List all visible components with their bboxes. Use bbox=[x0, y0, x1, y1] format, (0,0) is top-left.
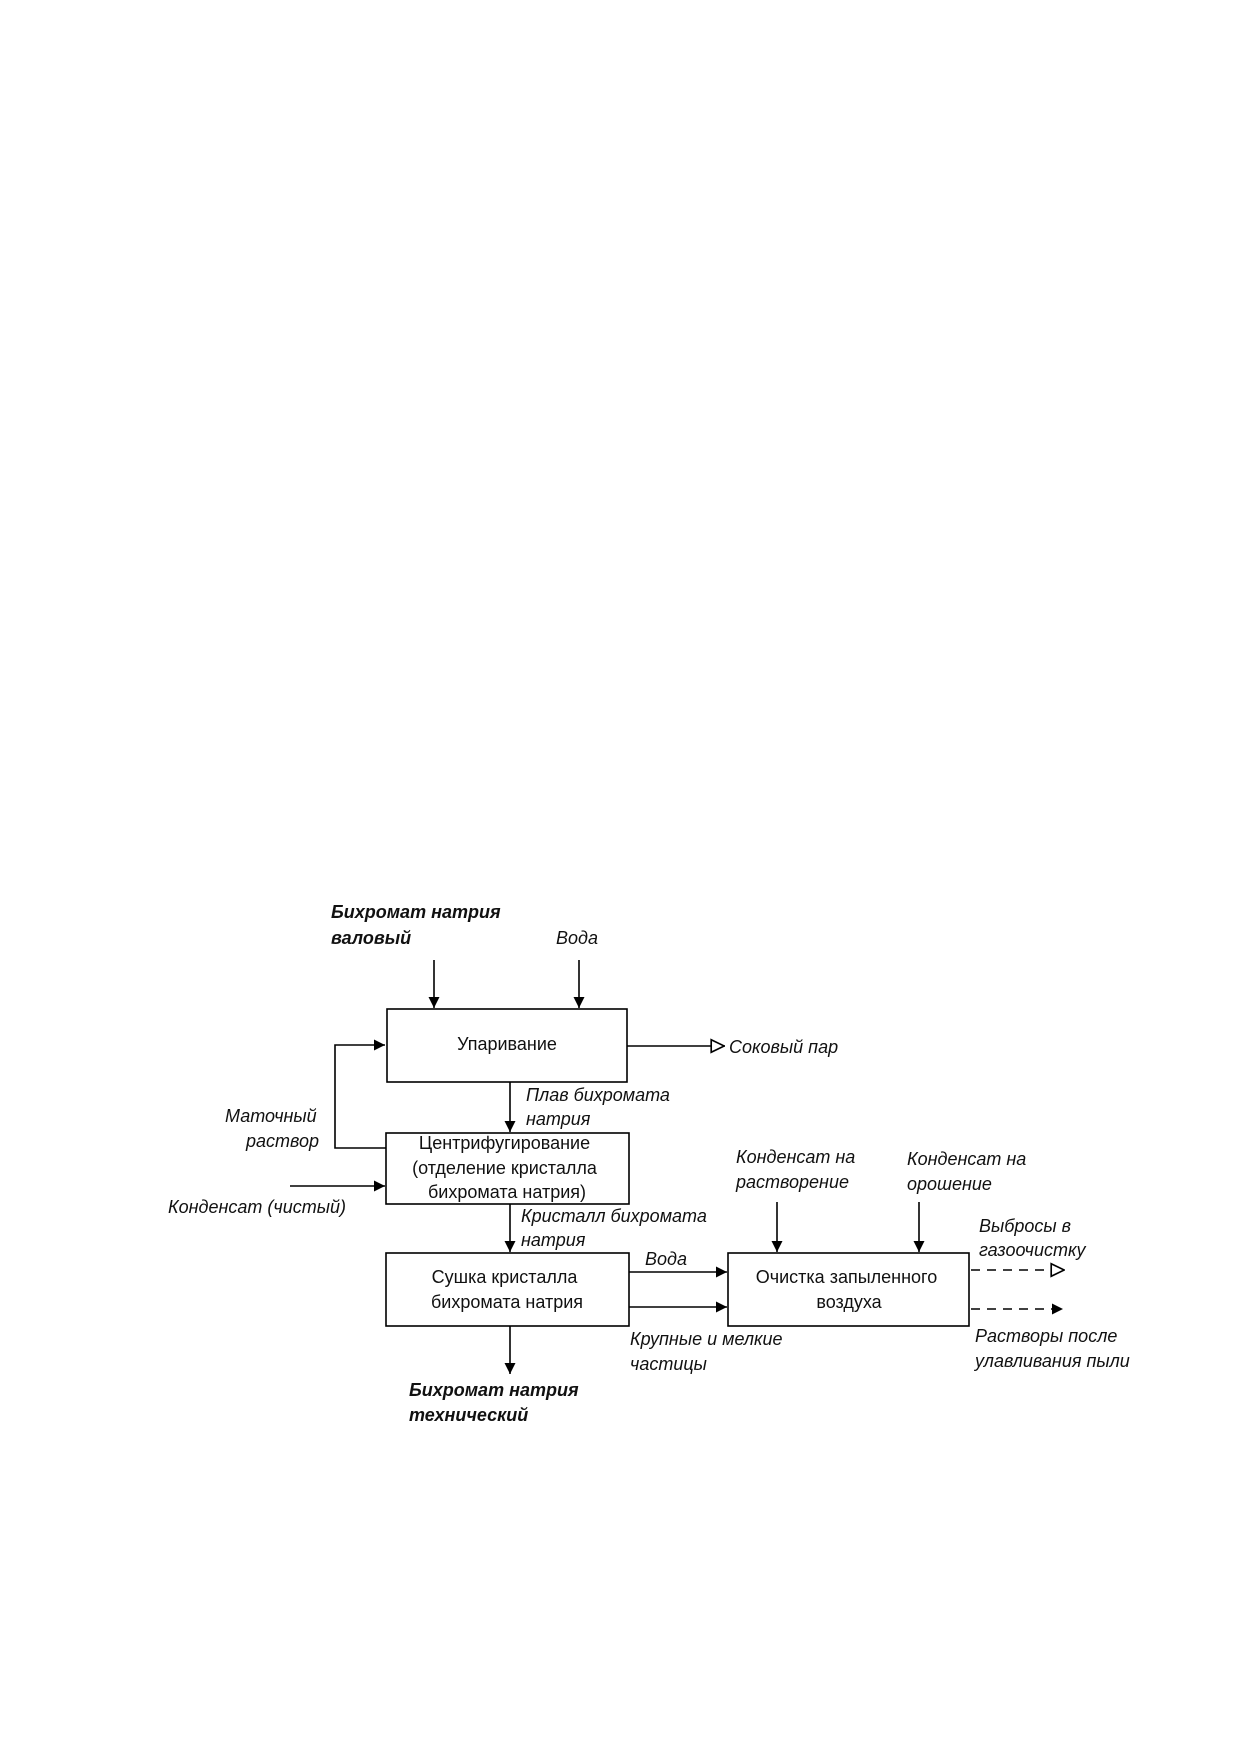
particles-label: Крупные и мелкие частицы bbox=[630, 1329, 788, 1374]
clean-condensate-label: Конденсат (чистый) bbox=[168, 1197, 346, 1217]
svg-text:Сушка кристалла бихрома: Сушка кристалла бихромата натрия bbox=[431, 1267, 583, 1312]
crystal-label: Кристалл бихромата натрия bbox=[521, 1206, 712, 1250]
dust-cleaning-box: Очистка запыленного воздуха bbox=[727, 1252, 970, 1327]
solutions-label: Растворы после улавливания пыли bbox=[973, 1326, 1130, 1371]
water-mid-label: Вода bbox=[645, 1249, 687, 1269]
condensate-dissolve-label: Конденсат на растворение bbox=[735, 1147, 860, 1192]
condensate-irrigation-label: Конденсат на орошение bbox=[907, 1149, 1031, 1194]
drying-box: Сушка кристалла бихромата натрия bbox=[385, 1252, 630, 1327]
juice-steam-label: Соковый пар bbox=[729, 1037, 838, 1057]
mother-liquor-loop-arrow bbox=[334, 1039, 386, 1149]
drying-box-line: бихромата натрия bbox=[431, 1292, 583, 1312]
centrifuge-box-line: (отделение кристалла bbox=[412, 1158, 598, 1178]
raw-input-label: Бихромат натрия валовый bbox=[331, 902, 506, 948]
cleaning-box-line: воздуха bbox=[816, 1292, 882, 1312]
water-top-label: Вода bbox=[556, 928, 598, 948]
drying-box-line: Сушка кристалла bbox=[432, 1267, 579, 1287]
svg-text:Центрифугирование (отдел: Центрифугирование (отделение кристалла б… bbox=[412, 1133, 602, 1202]
evaporation-box-line: Упаривание bbox=[457, 1034, 557, 1054]
centrifuge-box: Центрифугирование (отделение кристалла б… bbox=[385, 1132, 630, 1205]
melt-label: Плав бихромата натрия bbox=[526, 1085, 675, 1129]
emissions-label: Выбросы в газоочистку bbox=[979, 1216, 1086, 1260]
mother-liquor-label: Маточный раствор bbox=[225, 1106, 322, 1151]
technical-output-label: Бихромат натрия технический bbox=[409, 1380, 584, 1425]
svg-text:Очистка запыленного возд: Очистка запыленного воздуха bbox=[756, 1267, 943, 1312]
centrifuge-box-line: Центрифугирование bbox=[419, 1133, 590, 1153]
evaporation-box: Упаривание bbox=[386, 1008, 628, 1083]
svg-text:Упаривание: Упаривание bbox=[457, 1034, 557, 1054]
centrifuge-box-line: бихромата натрия) bbox=[428, 1182, 586, 1202]
cleaning-box-line: Очистка запыленного bbox=[756, 1267, 938, 1287]
